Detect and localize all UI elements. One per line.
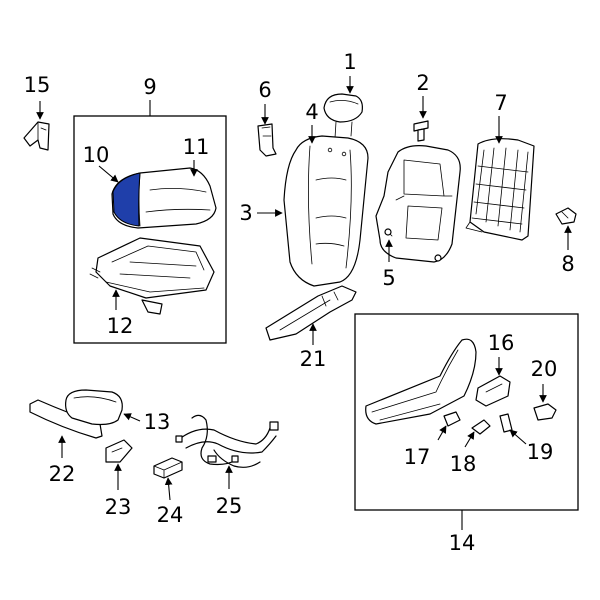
- part-12-seat-cushion-frame[interactable]: [89, 237, 215, 315]
- callout-3: 3: [239, 201, 252, 225]
- part-3-seat-back-cover[interactable]: [283, 135, 369, 287]
- callout-16: 16: [488, 331, 515, 355]
- callout-11: 11: [183, 135, 210, 159]
- callout-20: 20: [531, 357, 558, 381]
- callout-5: 5: [382, 266, 395, 290]
- callout-24: 24: [157, 503, 184, 527]
- callout-8: 8: [561, 252, 574, 276]
- callout-6: 6: [258, 78, 271, 102]
- leader-lines: [36, 76, 572, 530]
- part-22-trim-strip[interactable]: [29, 399, 103, 439]
- callout-12: 12: [107, 314, 134, 338]
- part-25-wire-harness[interactable]: [175, 414, 279, 468]
- callout-1: 1: [343, 50, 356, 74]
- part-5-seat-back-frame[interactable]: [375, 145, 461, 263]
- callout-7: 7: [494, 91, 507, 115]
- part-7-seat-back-spring[interactable]: [465, 138, 535, 241]
- callout-14: 14: [449, 531, 476, 555]
- callout-18: 18: [450, 452, 477, 476]
- callout-19: 19: [527, 440, 554, 464]
- callout-13: 13: [144, 410, 171, 434]
- part-10-seat-cushion-pad[interactable]: [112, 172, 141, 227]
- part-20-knob[interactable]: [533, 403, 557, 421]
- part-18-knob[interactable]: [471, 419, 491, 435]
- callout-4: 4: [305, 100, 318, 124]
- callout-15: 15: [24, 73, 51, 97]
- callout-25: 25: [216, 494, 243, 518]
- part-6-headrest-guide[interactable]: [257, 123, 277, 157]
- part-13-cushion[interactable]: [65, 389, 123, 426]
- callout-9: 9: [143, 75, 156, 99]
- callout-23: 23: [105, 495, 132, 519]
- part-8-clip[interactable]: [555, 207, 577, 225]
- part-15-bracket[interactable]: [23, 121, 50, 151]
- callout-10: 10: [83, 143, 110, 167]
- callout-22: 22: [49, 462, 76, 486]
- part-21-side-trim[interactable]: [265, 285, 357, 341]
- part-2-headrest-guide-pin[interactable]: [413, 120, 429, 142]
- part-14-side-shield[interactable]: [365, 338, 477, 425]
- part-17-knob[interactable]: [443, 411, 461, 427]
- callout-21: 21: [300, 347, 327, 371]
- group-frame-14: [354, 313, 579, 511]
- callout-2: 2: [416, 71, 429, 95]
- part-23-bracket[interactable]: [105, 439, 133, 463]
- part-24-module[interactable]: [153, 457, 183, 479]
- callout-17: 17: [404, 445, 431, 469]
- part-1-headrest[interactable]: [323, 93, 363, 139]
- part-19-lever[interactable]: [499, 413, 513, 433]
- part-16-switch[interactable]: [475, 375, 511, 407]
